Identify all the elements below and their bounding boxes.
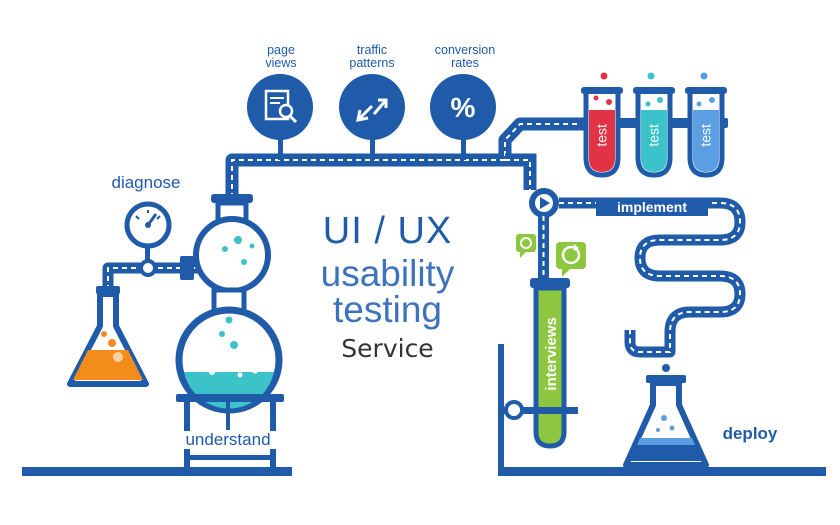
tube-label-3: test bbox=[697, 124, 714, 147]
implement-label: implement bbox=[596, 199, 708, 216]
traffic-arrows-icon bbox=[356, 98, 388, 122]
understand-label: understand bbox=[168, 431, 288, 449]
test-tube-teal bbox=[633, 72, 675, 178]
diagnose-label: diagnose bbox=[111, 173, 181, 192]
ground-right bbox=[498, 467, 826, 476]
interview-feed-pipe bbox=[538, 216, 549, 286]
interviews-label: interviews bbox=[543, 317, 561, 391]
traffic-patterns-label: traffic patterns bbox=[349, 43, 395, 71]
orange-flask bbox=[67, 286, 149, 387]
ground-left bbox=[22, 467, 292, 476]
percent-icon: % bbox=[451, 92, 476, 123]
implement-pipe bbox=[559, 197, 746, 358]
title-line-4: Service bbox=[341, 334, 434, 363]
title-line-2: usability bbox=[320, 253, 455, 294]
stem-2 bbox=[370, 125, 375, 160]
valve-branch-dash bbox=[505, 159, 531, 190]
valve-icon bbox=[529, 188, 559, 218]
distill-clamp bbox=[180, 256, 194, 280]
conversion-rates-label: conversion rates bbox=[434, 43, 496, 71]
gauge-pipe-dash bbox=[107, 267, 198, 290]
deploy-drop bbox=[662, 364, 670, 372]
conversion-rates-badge: % bbox=[430, 74, 496, 140]
gauge-stem bbox=[145, 240, 150, 268]
stem-1 bbox=[278, 125, 283, 160]
page-views-badge bbox=[247, 74, 313, 140]
tube-label-2: test bbox=[645, 124, 662, 147]
lower-round-flask bbox=[175, 287, 283, 414]
chat-refresh-icon bbox=[516, 234, 586, 277]
main-pipe-dash bbox=[231, 123, 585, 198]
tube-label-1: test bbox=[593, 124, 610, 147]
traffic-patterns-badge bbox=[339, 74, 405, 140]
valve-branch bbox=[505, 153, 537, 190]
implement-pipe-dash bbox=[559, 202, 742, 353]
interviews-tube bbox=[530, 278, 570, 449]
stem-3 bbox=[461, 125, 466, 160]
interviews-stand bbox=[498, 344, 578, 468]
title-line-1: UI / UX bbox=[322, 210, 453, 252]
page-views-label: page views bbox=[265, 43, 297, 71]
magnifier-document-icon bbox=[264, 89, 298, 124]
gauge-joint bbox=[139, 259, 157, 277]
gauge-icon bbox=[124, 201, 172, 249]
title-line-3: testing bbox=[332, 289, 442, 330]
test-tube-blue bbox=[685, 72, 727, 178]
upper-round-flask bbox=[193, 194, 271, 294]
deploy-label: deploy bbox=[722, 424, 778, 443]
deploy-flask bbox=[623, 375, 709, 468]
test-tube-red bbox=[581, 72, 623, 178]
